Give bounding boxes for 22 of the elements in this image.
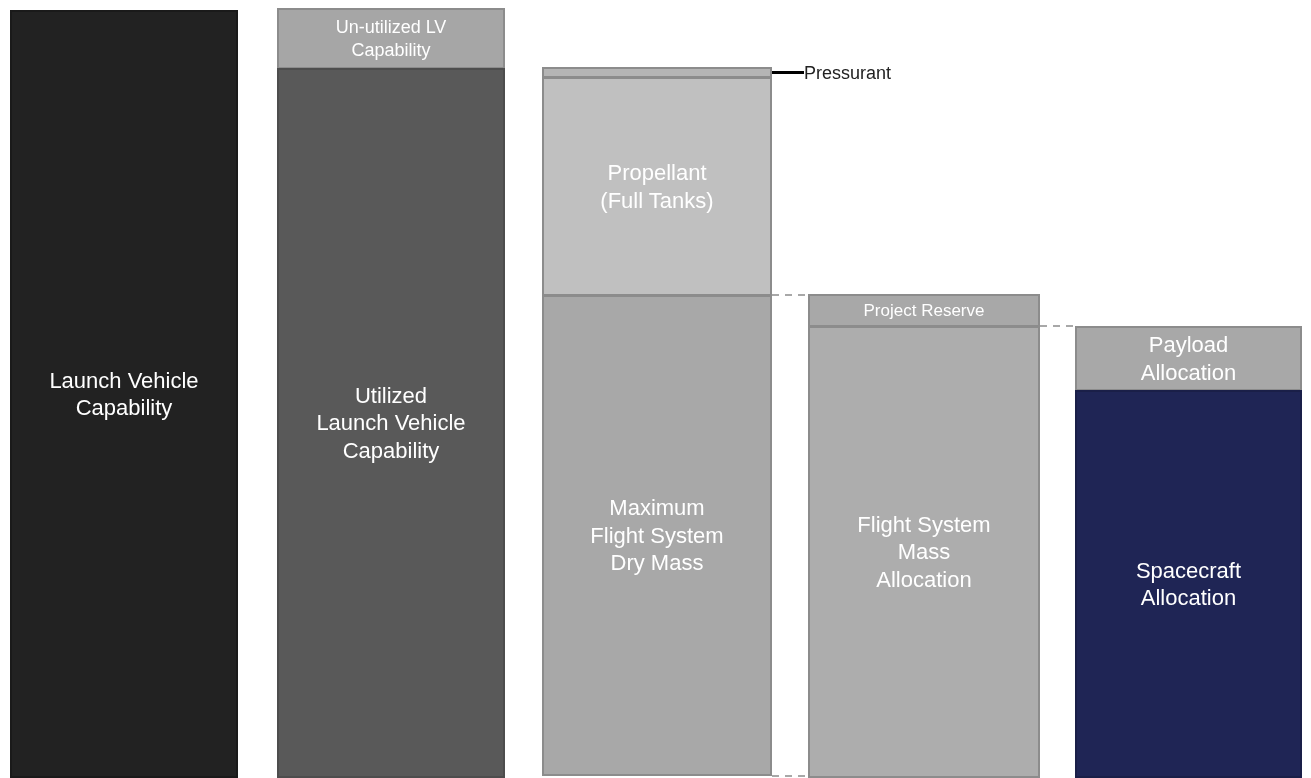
bar-label: Spacecraft Allocation xyxy=(1134,556,1243,612)
bar-label: Maximum Flight System Dry Mass xyxy=(589,494,725,577)
mass-bar xyxy=(542,77,772,296)
mass-bar xyxy=(542,295,772,776)
capability-bar xyxy=(277,8,505,69)
dashed-connector xyxy=(1039,325,1076,327)
mass-bar xyxy=(1075,390,1302,778)
leader-line xyxy=(772,71,804,74)
mass-bar xyxy=(1075,326,1302,391)
bar-label: Launch Vehicle Capability xyxy=(48,366,200,422)
bar-label: Flight System Mass Allocation xyxy=(856,510,992,594)
bar-label: Project Reserve xyxy=(862,299,986,322)
bar-label: Propellant (Full Tanks) xyxy=(599,159,715,214)
mass-bar xyxy=(808,294,1040,327)
pressurant-label: Pressurant xyxy=(804,60,944,86)
bar-label: Utilized Launch Vehicle Capability xyxy=(316,381,466,465)
pressurant-bar xyxy=(542,67,772,78)
capability-bar xyxy=(10,10,238,778)
bar-label: Un-utilized LV Capability xyxy=(334,16,448,61)
capability-bar xyxy=(277,68,505,778)
bar-label: Payload Allocation xyxy=(1139,331,1238,386)
mass-bar xyxy=(808,326,1040,778)
